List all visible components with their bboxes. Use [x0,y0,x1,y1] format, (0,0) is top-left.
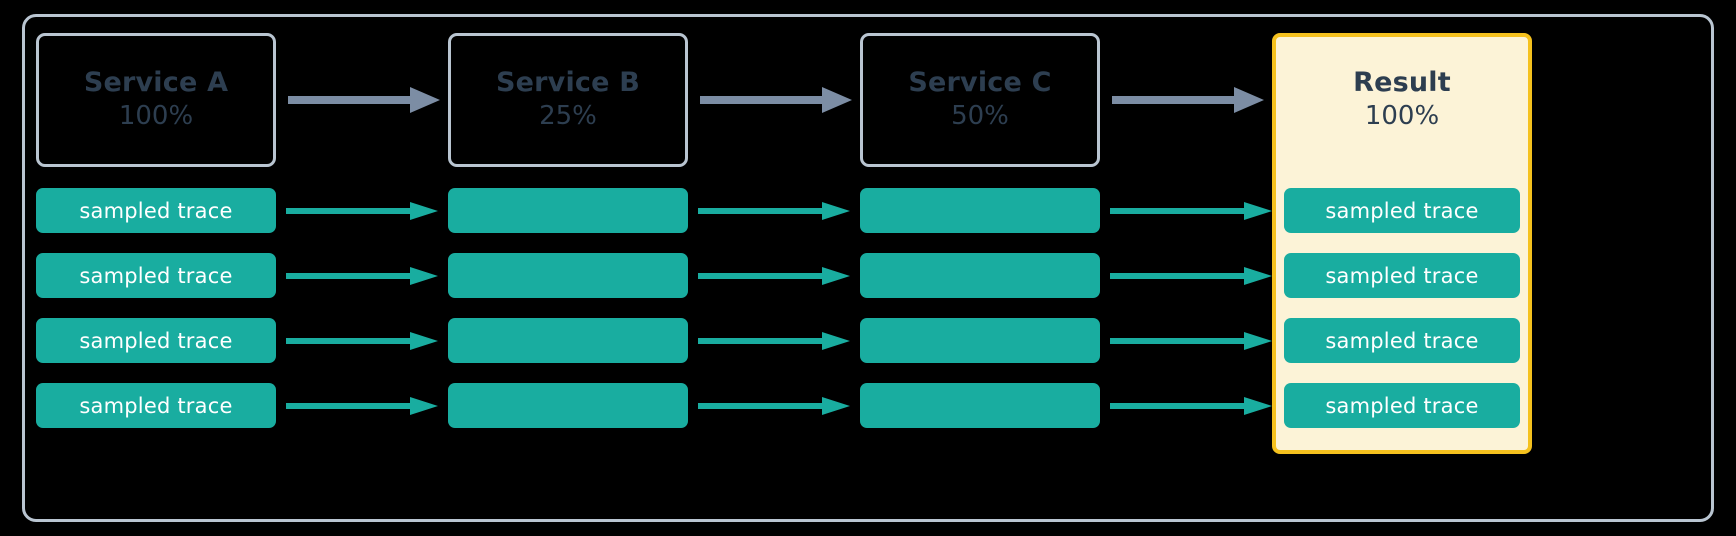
trace-bar[interactable] [448,383,688,428]
trace-bar-label: sampled trace [1325,198,1479,223]
trace-arrow [1110,332,1272,350]
trace-bar[interactable]: sampled trace [36,188,276,233]
trace-bar[interactable]: sampled trace [1284,383,1520,428]
trace-bar[interactable]: sampled trace [1284,318,1520,363]
trace-bar[interactable] [860,253,1100,298]
trace-arrow [698,267,850,285]
trace-arrow [698,202,850,220]
trace-bar-label: sampled trace [79,328,233,353]
stage-box-service-c[interactable]: Service C 50% [860,33,1100,167]
stage-box-service-a[interactable]: Service A 100% [36,33,276,167]
trace-bar[interactable] [448,188,688,233]
trace-bar[interactable] [448,253,688,298]
trace-bar[interactable] [860,383,1100,428]
trace-bar[interactable]: sampled trace [36,383,276,428]
trace-bar[interactable] [860,188,1100,233]
trace-bar[interactable] [860,318,1100,363]
diagram-outer-frame [22,14,1714,522]
stage-percent: 25% [539,101,597,132]
trace-bar-label: sampled trace [79,393,233,418]
trace-bar[interactable]: sampled trace [36,253,276,298]
stage-box-service-b[interactable]: Service B 25% [448,33,688,167]
trace-bar[interactable]: sampled trace [36,318,276,363]
trace-arrow [1110,397,1272,415]
trace-arrow [1110,267,1272,285]
flow-arrow-c-to-result [1112,87,1264,113]
stage-title: Result [1353,66,1451,98]
stage-percent: 100% [118,101,194,132]
trace-bar-label: sampled trace [1325,263,1479,288]
trace-arrow [1110,202,1272,220]
trace-bar-label: sampled trace [79,263,233,288]
stage-percent: 100% [1364,101,1440,132]
trace-arrow [286,267,438,285]
trace-bar-label: sampled trace [1325,328,1479,353]
flow-arrow-a-to-b [288,87,440,113]
flow-arrow-b-to-c [700,87,852,113]
trace-arrow [286,332,438,350]
trace-bar-label: sampled trace [79,198,233,223]
trace-bar-label: sampled trace [1325,393,1479,418]
stage-box-result[interactable]: Result 100% [1272,33,1532,167]
trace-arrow [286,397,438,415]
stage-title: Service B [495,66,641,98]
trace-arrow [286,202,438,220]
trace-arrow [698,397,850,415]
trace-bar[interactable] [448,318,688,363]
stage-title: Service C [908,66,1052,98]
trace-bar[interactable]: sampled trace [1284,188,1520,233]
trace-bar[interactable]: sampled trace [1284,253,1520,298]
stage-percent: 50% [951,101,1009,132]
trace-arrow [698,332,850,350]
stage-title: Service A [83,66,229,98]
